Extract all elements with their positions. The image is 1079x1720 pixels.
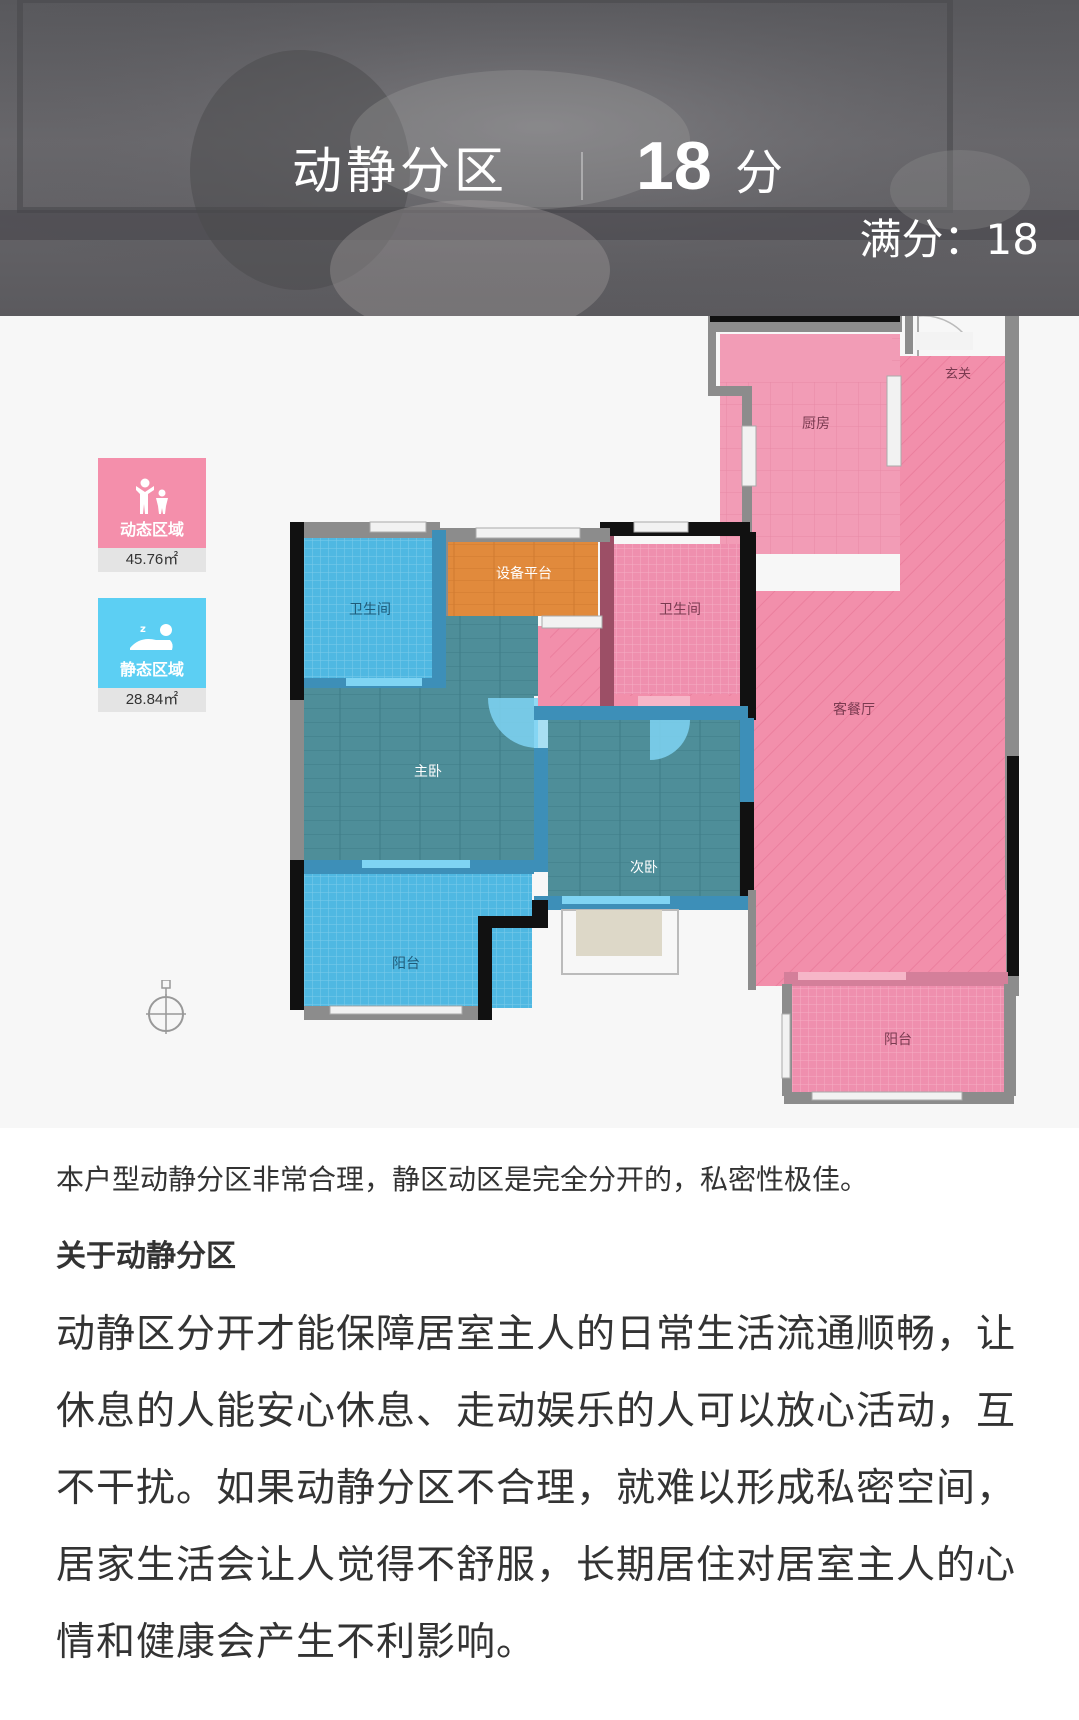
room-balcony-1 xyxy=(304,872,532,1008)
compass-icon xyxy=(146,980,186,1034)
title-divider xyxy=(581,152,583,200)
about-body: 动静区分开才能保障居室主人的日常生活流通顺畅，让休息的人能安心休息、走动娱乐的人… xyxy=(56,1312,1017,1665)
label-equipment: 设备平台 xyxy=(496,565,552,582)
sleeping-person-icon: z xyxy=(130,624,173,650)
section-title: 动静分区 xyxy=(292,142,508,200)
floor-plan: 厨房 玄关 卫生间 设备平台 卫生间 客餐厅 主卧 次卧 阳台 阳台 xyxy=(290,316,1019,1104)
label-living: 客餐厅 xyxy=(833,701,875,718)
room-balcony-2 xyxy=(784,984,1006,1092)
legend-dynamic-swatch: 动态区域 xyxy=(98,458,206,548)
legend-static-area: 28.84㎡ xyxy=(98,688,206,712)
legend-dynamic-label: 动态区域 xyxy=(119,520,184,539)
full-score: 满分：18 xyxy=(859,215,1039,264)
label-kitchen: 厨房 xyxy=(802,416,830,432)
floor-plan-area: 厨房 玄关 卫生间 设备平台 卫生间 客餐厅 主卧 次卧 阳台 阳台 动态区域 … xyxy=(0,316,1079,1128)
label-bath-1: 卫生间 xyxy=(349,602,391,618)
score-unit: 分 xyxy=(735,145,784,201)
room-second-bedroom xyxy=(548,718,740,896)
legend-dynamic-area: 45.76㎡ xyxy=(98,548,206,572)
room-bath-1 xyxy=(304,538,432,678)
room-living-dining xyxy=(538,356,1005,976)
people-icon xyxy=(136,478,168,514)
label-entrance: 玄关 xyxy=(945,367,971,382)
legend-static-swatch: z 静态区域 xyxy=(98,598,206,688)
legend-static: z 静态区域 28.84㎡ xyxy=(98,598,206,712)
about-heading: 关于动静分区 xyxy=(56,1239,236,1274)
header-banner: 动静分区 18 分 满分：18 xyxy=(0,0,1079,316)
label-balcony-1: 阳台 xyxy=(392,956,420,972)
room-equipment-platform xyxy=(448,540,598,616)
legend-static-label: 静态区域 xyxy=(119,660,184,679)
header-background-image xyxy=(0,0,1079,316)
legend-dynamic: 动态区域 45.76㎡ xyxy=(98,458,206,572)
summary-text: 本户型动静分区非常合理，静区动区是完全分开的，私密性极佳。 xyxy=(56,1163,869,1196)
label-second: 次卧 xyxy=(630,860,658,876)
room-bath-2 xyxy=(610,544,740,694)
svg-text:z: z xyxy=(140,624,146,635)
label-master: 主卧 xyxy=(414,764,442,780)
score-value: 18 xyxy=(636,128,712,204)
label-bath-2: 卫生间 xyxy=(659,602,701,618)
label-balcony-2: 阳台 xyxy=(884,1032,912,1048)
